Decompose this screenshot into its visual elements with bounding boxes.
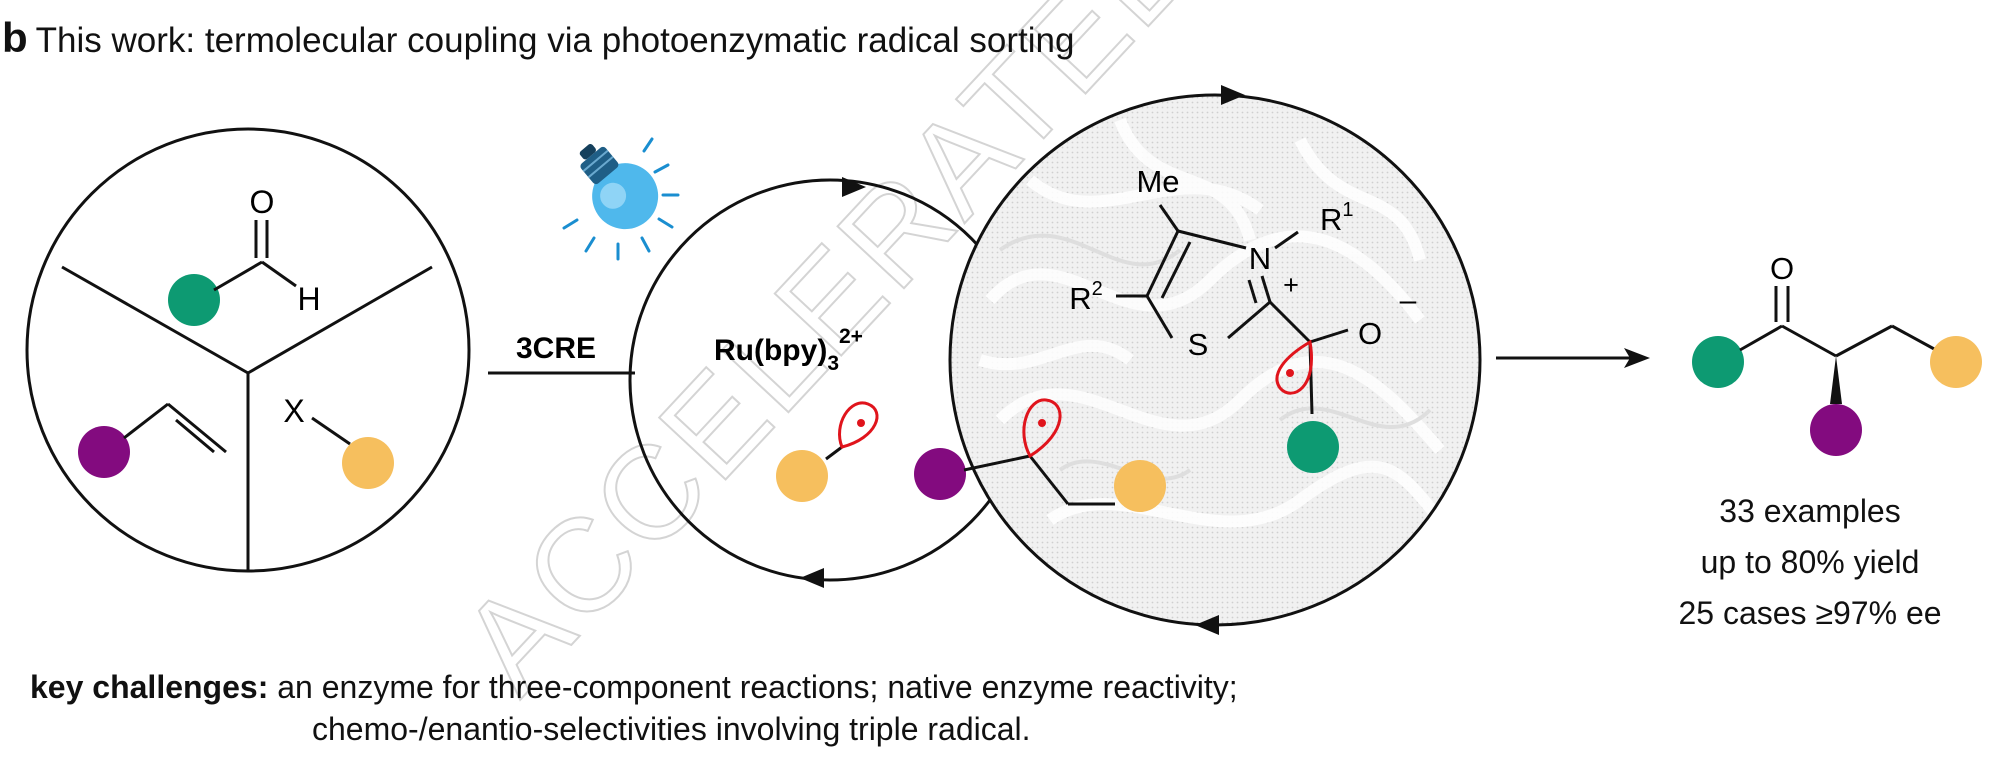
oxygen-label: O	[1358, 316, 1382, 351]
orange-substituent	[342, 437, 394, 489]
light-bulb-icon	[579, 143, 659, 230]
orange-chain-substituent	[1114, 460, 1166, 512]
ruthenium-photocatalyst-label: Ru(bpy)32+	[714, 325, 863, 375]
challenges-line-2: chemo-/enantio-selectivities involving t…	[312, 711, 1031, 747]
minus-charge: –	[1400, 284, 1417, 317]
orange-product-substituent	[1930, 336, 1982, 388]
product-summary: 33 examples up to 80% yield 25 cases ≥97…	[1640, 486, 1980, 639]
alkyl-radical	[776, 401, 879, 502]
sulfur-label: S	[1188, 327, 1209, 362]
key-challenges: key challenges: an enzyme for three-comp…	[30, 666, 1238, 750]
alkyl-halide-molecule: X	[283, 393, 394, 489]
purple-product-substituent	[1810, 404, 1862, 456]
secondary-radical-chain	[914, 398, 1166, 512]
stat-yield: up to 80% yield	[1700, 544, 1920, 580]
methyl-label: Me	[1136, 164, 1179, 199]
plus-charge: +	[1283, 270, 1299, 300]
product-o-label: O	[1770, 251, 1794, 286]
radical-orbital-icon	[838, 401, 879, 449]
radical-orbital-icon-3	[1275, 339, 1313, 395]
aldehyde-molecule: O H	[168, 184, 321, 326]
nitrogen-label: N	[1249, 241, 1271, 276]
stat-ee: 25 cases ≥97% ee	[1678, 595, 1942, 631]
stat-examples: 33 examples	[1719, 493, 1901, 529]
challenges-line-1: an enzyme for three-component reactions;…	[277, 669, 1238, 705]
product-arrow	[1496, 348, 1650, 368]
product-molecule: O	[1692, 251, 1982, 456]
panel-letter: b	[2, 14, 28, 61]
r1-label: R1	[1320, 199, 1354, 237]
thiazolium-intermediate: Me N + R1 R2 S O –	[1069, 164, 1417, 473]
purple-radical-substituent	[914, 448, 966, 500]
enzyme-cycle	[948, 85, 1482, 635]
green-substituent	[168, 274, 220, 326]
green-product-substituent	[1692, 336, 1744, 388]
aldehyde-h-label: H	[297, 281, 320, 317]
green-radical-substituent	[1287, 421, 1339, 473]
orange-radical-substituent	[776, 450, 828, 502]
purple-substituent	[78, 426, 130, 478]
r2-label: R2	[1069, 278, 1103, 316]
reactant-circle: O H X	[25, 127, 471, 573]
challenges-label: key challenges:	[30, 669, 269, 705]
aldehyde-o-label: O	[250, 184, 275, 220]
halide-x-label: X	[283, 393, 304, 429]
light-rays	[562, 137, 680, 261]
radical-orbital-icon-2	[1022, 398, 1062, 459]
stereo-wedge	[1830, 356, 1842, 404]
alkene-molecule	[78, 402, 227, 478]
3cre-label: 3CRE	[516, 332, 596, 365]
title-text: This work: termolecular coupling via pho…	[35, 21, 1075, 60]
